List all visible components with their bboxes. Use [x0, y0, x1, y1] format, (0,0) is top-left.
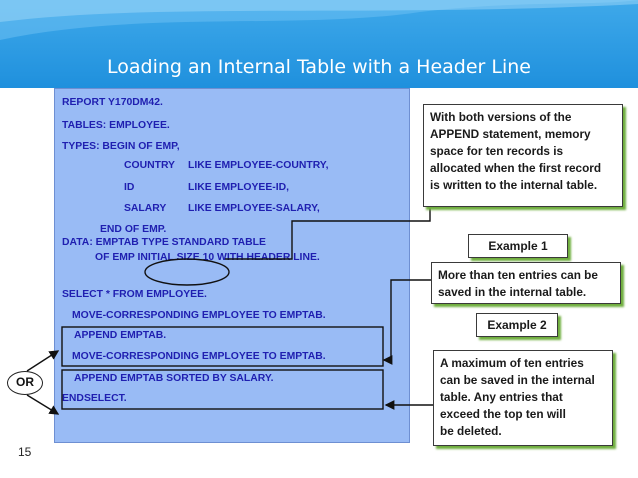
code-line: LIKE EMPLOYEE-SALARY, [188, 203, 320, 214]
code-line: SELECT * FROM EMPLOYEE. [62, 289, 207, 300]
code-line: ID [124, 182, 135, 193]
callout-text: is written to the internal table. [430, 178, 598, 192]
code-line: MOVE-CORRESPONDING EMPLOYEE TO EMPTAB. [72, 351, 326, 362]
code-line: END OF EMP. [100, 224, 167, 235]
code-line: LIKE EMPLOYEE-ID, [188, 182, 290, 193]
code-line: TABLES: EMPLOYEE. [62, 120, 170, 131]
code-line: ENDSELECT. [62, 393, 127, 404]
slide-title: Loading an Internal Table with a Header … [106, 56, 531, 78]
example-2-label: Example 2 [476, 313, 558, 337]
code-line: REPORT Y170DM42. [62, 97, 163, 108]
code-line: APPEND EMPTAB SORTED BY SALARY. [74, 373, 274, 384]
page-number: 15 [18, 445, 32, 459]
callout-text: With both versions of the [430, 110, 572, 124]
callout-text: allocated when the first record [430, 161, 602, 175]
callout-text: APPEND statement, memory [430, 127, 591, 141]
more-than-ten-callout: More than ten entries can be saved in th… [431, 262, 621, 304]
memory-callout: With both versions of the APPEND stateme… [423, 104, 623, 207]
example-1-label: Example 1 [468, 234, 568, 258]
or-label: OR [7, 371, 43, 395]
callout-text: saved in the internal table. [438, 285, 587, 299]
code-line: COUNTRY [124, 160, 175, 171]
code-line: DATA: EMPTAB TYPE STANDARD TABLE [62, 237, 266, 248]
code-line: TYPES: BEGIN OF EMP, [62, 141, 180, 152]
code-line: SALARY [124, 203, 167, 214]
callout-text: More than ten entries can be [438, 268, 598, 282]
callout-text: exceed the top ten will [440, 407, 566, 421]
callout-text: A maximum of ten entries [440, 356, 584, 370]
banner-wave-decoration [0, 0, 638, 40]
max-ten-callout: A maximum of ten entries can be saved in… [433, 350, 613, 446]
callout-text: space for ten records is [430, 144, 564, 158]
callout-text: can be saved in the internal [440, 373, 595, 387]
callout-text: table. Any entries that [440, 390, 563, 404]
code-line: MOVE-CORRESPONDING EMPLOYEE TO EMPTAB. [72, 310, 326, 321]
code-line: APPEND EMPTAB. [74, 330, 167, 341]
code-line: OF EMP INITIAL SIZE 10 WITH HEADER LINE. [95, 252, 320, 263]
code-line: LIKE EMPLOYEE-COUNTRY, [188, 160, 329, 171]
callout-text: be deleted. [440, 424, 502, 438]
